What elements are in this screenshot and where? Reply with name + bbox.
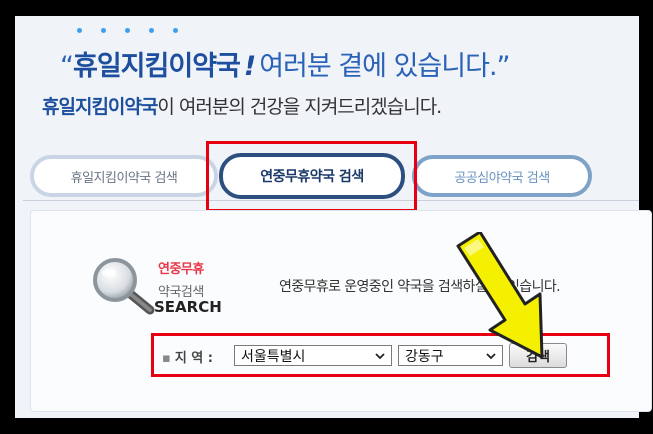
- pointer-arrow-icon: [456, 232, 544, 359]
- tab-yearround-pharmacy-search[interactable]: 연중무휴약국 검색: [219, 153, 405, 199]
- city-select-value: 서울특별시: [241, 348, 306, 365]
- headline-bang: !: [243, 51, 256, 82]
- highlight-box-form: [151, 333, 610, 377]
- tab-night-pharmacy-search[interactable]: 공공심야약국 검색: [412, 155, 592, 197]
- headline: “휴일지킴이약국!여러분 곁에 있습니다.”: [60, 44, 511, 83]
- district-select[interactable]: 강동구: [398, 345, 503, 366]
- tab-holiday-pharmacy-search[interactable]: 휴일지킴이약국 검색: [30, 155, 218, 197]
- subheadline-rest: 이 여러분의 건강을 지켜드리겠습니다.: [157, 96, 442, 118]
- headline-rest: 여러분 곁에 있습니다.: [259, 51, 497, 82]
- tab-label: 공공심야약국 검색: [454, 170, 550, 186]
- quote-open: “: [60, 51, 74, 82]
- quote-close: ”: [496, 51, 511, 82]
- panel-title-en: SEARCH: [154, 298, 222, 316]
- chevron-down-icon: [375, 353, 385, 360]
- bullet-icon: ▪: [162, 351, 171, 366]
- highlight-box-tab: [206, 141, 417, 212]
- tab-label: 연중무휴약국 검색: [260, 169, 364, 185]
- region-label: ▪지 역 :: [162, 347, 213, 366]
- subheadline: 휴일지킴이약국이 여러분의 건강을 지켜드리겠습니다.: [42, 92, 442, 119]
- panel-title-red: 연중무휴: [158, 262, 204, 277]
- tab-label: 휴일지킴이약국 검색: [70, 170, 178, 186]
- headline-brand: 휴일지킴이약국: [73, 51, 241, 82]
- decorative-dots: [77, 28, 187, 38]
- tab-baseline: [23, 200, 639, 201]
- district-select-value: 강동구: [405, 348, 444, 365]
- search-panel: [30, 210, 652, 412]
- chevron-down-icon: [486, 353, 496, 360]
- magnifier-icon: [93, 258, 155, 315]
- region-label-text: 지 역 :: [174, 351, 213, 366]
- subheadline-brand: 휴일지킴이약국: [42, 96, 158, 118]
- panel-title-gray: 약국검색: [158, 285, 204, 300]
- city-select[interactable]: 서울특별시: [234, 345, 392, 366]
